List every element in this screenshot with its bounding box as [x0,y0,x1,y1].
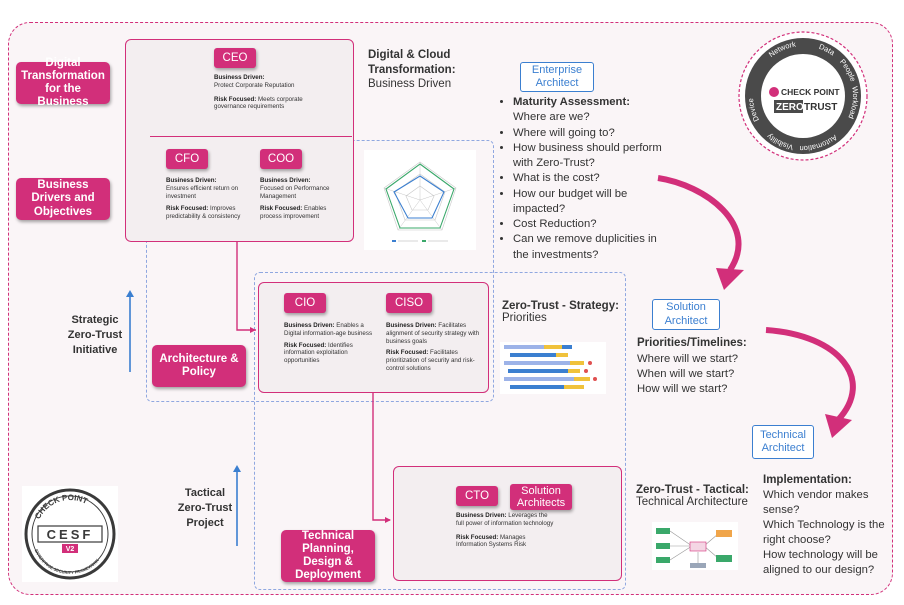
implementation-questions: Implementation: Which vendor makes sense… [763,474,885,576]
coo-details: Business Driven: Focused on Performance … [260,177,330,220]
ceo-badge: CEO [214,48,256,68]
business-drivers-box: Business Drivers and Objectives [16,178,110,220]
ciso-badge: CISO [386,293,432,313]
executive-panel [125,39,354,242]
strategic-initiative-label: Strategic Zero-Trust Initiative [67,314,123,356]
logo-brand: CHECK POINT [781,87,840,97]
architecture-policy-box: Architecture & Policy [152,345,246,387]
cesf-v2-logo: CHECK POINT CESF V2 ENTERPRISE SECURITY … [22,486,118,582]
maturity-item-2: How business should perform with Zero-Tr… [513,141,669,172]
logo-zero: ZERO [776,102,804,113]
maturity-assessment: Maturity Assessment: Where are we? Where… [499,95,669,263]
enterprise-architect-badge: Enterprise Architect [520,62,594,92]
priorities-timelines: Priorities/Timelines: Where will we star… [637,337,747,396]
ciso-details: Business Driven: Facilitates alignment o… [386,322,480,372]
executive-divider [150,136,352,137]
ceo-details: Business Driven: Protect Corporate Reput… [214,74,303,111]
cto-badge: CTO [456,486,498,506]
maturity-item-3: What is the cost? [513,171,669,186]
cfo-details: Business Driven: Ensures efficient retur… [166,177,241,220]
zt-tactical-text: Zero-Trust - Tactical: Technical Archite… [636,484,749,508]
cio-badge: CIO [284,293,326,313]
cto-panel [393,466,622,581]
maturity-item-6: Can we remove duplicities in the investm… [513,232,669,263]
maturity-item-5: Cost Reduction? [513,217,669,232]
maturity-radar-thumbnail [364,150,476,250]
checkpoint-zero-trust-logo: Data People Workload Automation Visibili… [738,31,868,161]
digital-transformation-box: Digital Transformation for the Business [16,57,110,108]
zt-strategy-text: Zero-Trust - Strategy: Priorities [502,300,619,324]
solution-architects-badge: Solution Architects [510,484,572,510]
technical-architect-badge: Technical Architect [752,425,814,459]
cto-details: Business Driven: Leverages the full powe… [456,512,554,549]
cio-details: Business Driven: Enables a Digital infor… [284,322,373,364]
cfo-badge: CFO [166,149,208,169]
digital-cloud-text: Digital & Cloud Transformation: Business… [368,49,456,90]
coo-badge: COO [260,149,302,169]
maturity-where-we-are: Where are we? [513,111,590,124]
maturity-item-4: How our budget will be impacted? [513,187,669,218]
technical-planning-box: Technical Planning, Design & Deployment [281,530,375,582]
cesf-name: CESF [47,527,94,542]
tactical-region [254,272,626,590]
technical-architecture-thumbnail [652,522,738,570]
tactical-project-label: Tactical Zero-Trust Project [177,487,233,529]
priority-timeline-thumbnail [500,342,606,394]
logo-trust: TRUST [804,102,837,113]
maturity-item-1: Where will going to? [513,126,669,141]
solution-architect-badge: Solution Architect [652,299,720,330]
cesf-version: V2 [66,546,75,553]
maturity-heading: Maturity Assessment: [513,96,630,108]
